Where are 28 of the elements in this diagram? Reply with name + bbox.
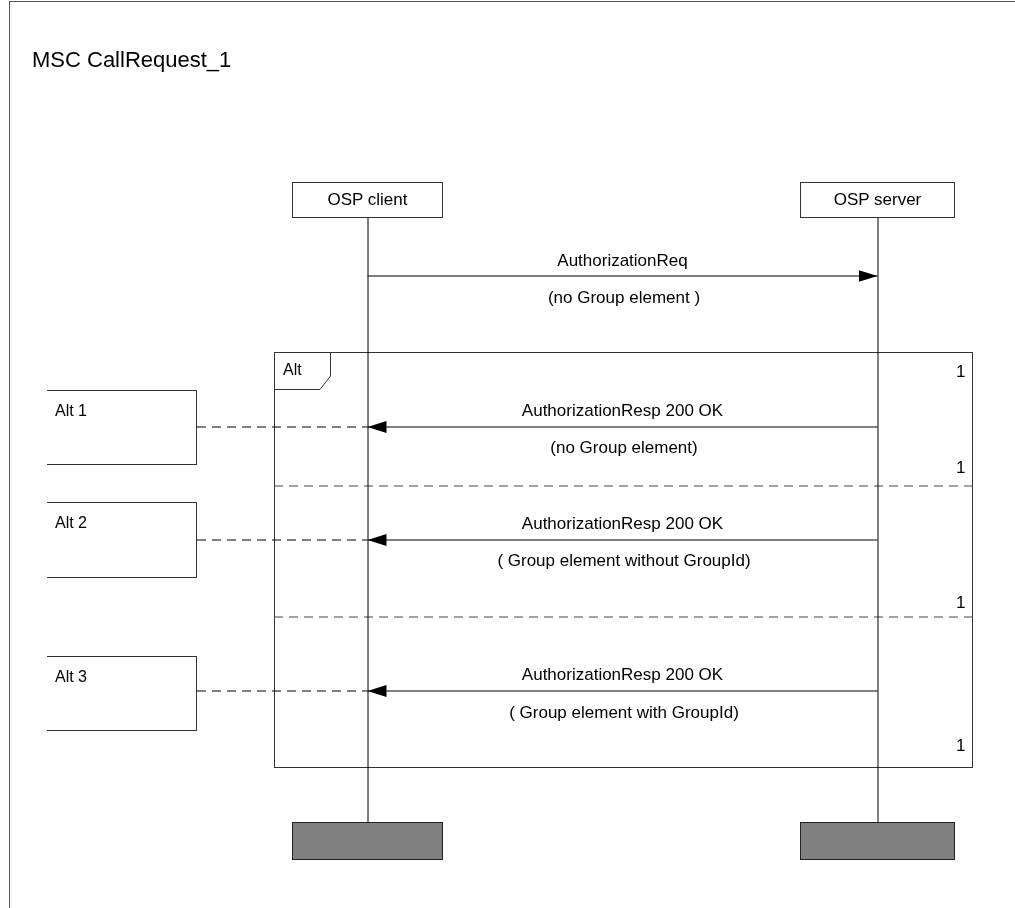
comment-box: Alt 1: [47, 390, 197, 465]
region-counter: 1: [956, 362, 966, 382]
message-label: AuthorizationReq: [557, 251, 688, 271]
message-arrow: [367, 421, 878, 433]
message-label: AuthorizationResp 200 OK: [521, 401, 724, 421]
region-counter: 1: [956, 736, 966, 756]
message-label: AuthorizationResp 200 OK: [521, 514, 724, 534]
comment-box: Alt 3: [47, 656, 197, 731]
parameter-note: ( Group element without GroupId): [497, 551, 751, 571]
region-counter: 1: [956, 593, 966, 613]
region-counter: 1: [956, 458, 966, 478]
parameter-note: ( Group element with GroupId): [509, 703, 739, 723]
participant-box: OSP client: [292, 182, 443, 218]
message-label: AuthorizationResp 200 OK: [521, 665, 724, 685]
message-arrow: [367, 270, 878, 282]
dashed-connector: [196, 690, 368, 692]
frame-label: Alt: [283, 360, 302, 380]
dashed-connector: [196, 539, 368, 541]
lifeline-end-bar: [800, 822, 955, 860]
parameter-note: (no Group element ): [547, 288, 701, 308]
diagram-title: MSC CallRequest_1: [32, 47, 232, 73]
comment-box: Alt 2: [47, 502, 197, 578]
participant-box: OSP server: [800, 182, 955, 218]
parameter-note: (no Group element): [550, 438, 698, 458]
message-arrow: [367, 534, 878, 546]
lifeline-end-bar: [292, 822, 443, 860]
dashed-connector: [196, 426, 368, 428]
message-arrow: [367, 685, 878, 697]
